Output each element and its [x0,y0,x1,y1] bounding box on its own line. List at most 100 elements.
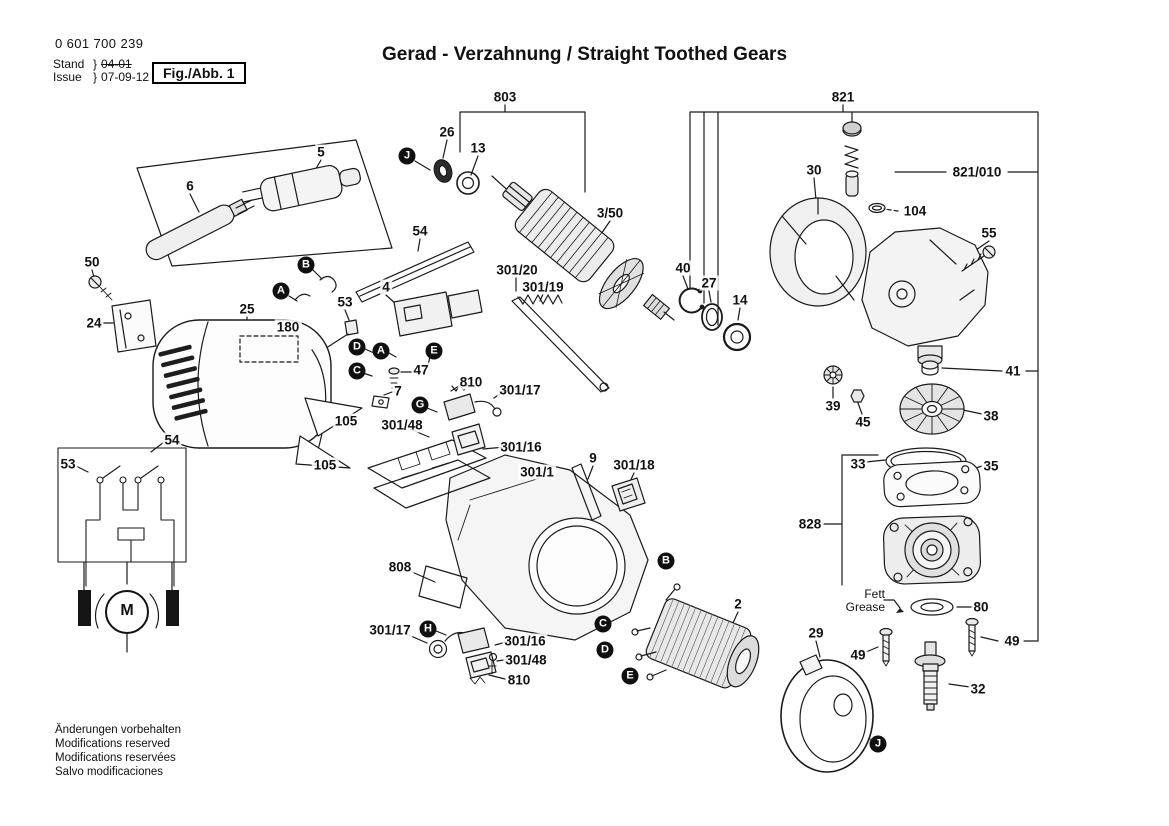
part-callout-301-48: 301/48 [379,417,425,433]
terminal-parts [294,275,337,301]
stand-value: 04-01 [101,57,132,71]
part-callout-45: 45 [853,414,873,430]
terminal-block-upper-part [451,423,486,456]
footer-notes: Änderungen vorbehalten Modifications res… [55,723,181,779]
crown-gear-part [899,383,965,435]
o-ring-part [701,303,723,331]
bearing-flange-part [882,515,982,585]
grease-line-fett: Fett [864,587,885,601]
part-callout-54: 54 [162,432,182,448]
part-callout-53: 53 [58,456,78,472]
footer-note-en: Modifications reserved [55,738,171,750]
brush-plate-part [367,439,491,509]
field-coil-part [645,598,760,689]
part-callout-821: 821 [829,89,857,105]
letter-marker-a: A [272,282,290,300]
head-screw-part [961,245,996,272]
part-callout-39: 39 [823,398,843,414]
screw-47-part [388,367,400,393]
part-callout-301-16: 301/16 [502,633,548,649]
part-callout-40: 40 [673,260,693,276]
letter-marker-b: B [657,552,675,570]
part-callout-32: 32 [968,681,988,697]
grease-arrow [883,599,904,613]
motor-housing-part [445,454,649,641]
spring-strip-part [571,463,602,521]
end-cover-part [780,654,874,773]
part-callout-35: 35 [981,458,1001,474]
grease-washer-part [910,598,954,616]
part-callout-29: 29 [806,625,826,641]
part-callout-47: 47 [411,362,431,378]
plug-connector-part [611,477,646,512]
part-callout-80: 80 [971,599,991,615]
revision-brace-2: } [93,70,98,84]
part-callout-26: 26 [437,124,457,140]
part-callout-803: 803 [491,89,519,105]
letter-marker-d: D [348,338,366,356]
spacer-part [921,360,939,376]
cord-assembly-outline [136,139,393,267]
part-callout-55: 55 [979,225,999,241]
part-callout-301-48: 301/48 [503,652,549,668]
part-callout-301-20: 301/20 [494,262,540,278]
letter-marker-a: A [372,342,390,360]
part-callout-301-18: 301/18 [611,457,657,473]
flange-plate-part [883,460,981,508]
connector-53-part [319,319,359,353]
letter-marker-g: G [411,396,429,414]
ball-bearing-part [456,171,480,195]
issue-value: 07-09-12 [101,70,150,84]
part-callout-24: 24 [84,315,104,331]
part-callout-13: 13 [468,140,488,156]
motor-symbol: M [105,590,149,634]
letter-marker-e: E [425,342,443,360]
grease-line-grease: Grease [845,600,885,614]
part-callout-25: 25 [237,301,257,317]
part-callout-3-50: 3/50 [594,205,626,221]
letter-marker-c: C [594,615,612,633]
part-callout-2: 2 [732,596,744,612]
spring-part [517,294,563,305]
part-callout-301-17: 301/17 [497,382,543,398]
part-callout-180: 180 [274,319,302,335]
part-callout-30: 30 [804,162,824,178]
footer-note-de: Änderungen vorbehalten [55,724,181,736]
part-callout-4: 4 [380,279,392,295]
power-cord-part [145,198,255,261]
stand-row: Stand}04-01 [53,58,149,71]
part-callout-828: 828 [796,516,824,532]
footer-note-es: Salvo modificaciones [55,766,164,778]
part-callout-808: 808 [386,559,414,575]
grease-note: Fett Grease [845,588,885,614]
screw-50-part [88,275,113,301]
stand-label: Stand [53,57,85,71]
part-callout-6: 6 [184,178,196,194]
part-callout-301-16: 301/16 [498,439,544,455]
revision-block: Stand}04-01 Issue}07-09-12 [53,58,149,84]
letter-marker-h: H [419,620,437,638]
part-callout-38: 38 [981,408,1001,424]
wiring-diagram [57,447,187,587]
letter-marker-j: J [869,735,887,753]
letter-marker-d: D [596,641,614,659]
armature-part [491,175,675,321]
seal-ring-part [433,159,453,183]
part-callout-301-1: 301/1 [518,464,556,480]
label-plate-part [418,565,468,609]
document-number: 0 601 700 239 [55,36,144,51]
part-callout-105: 105 [311,457,339,473]
brush-cap-part [823,365,843,385]
part-callout-33: 33 [848,456,868,472]
part-callout-27: 27 [699,275,719,291]
push-rod-part [511,296,610,393]
issue-label: Issue [53,70,82,84]
letter-marker-c: C [348,362,366,380]
power-plug-part [242,164,361,212]
part-callout-7: 7 [392,383,404,399]
field-lead-wires [631,583,681,681]
detent-parts [842,121,886,214]
